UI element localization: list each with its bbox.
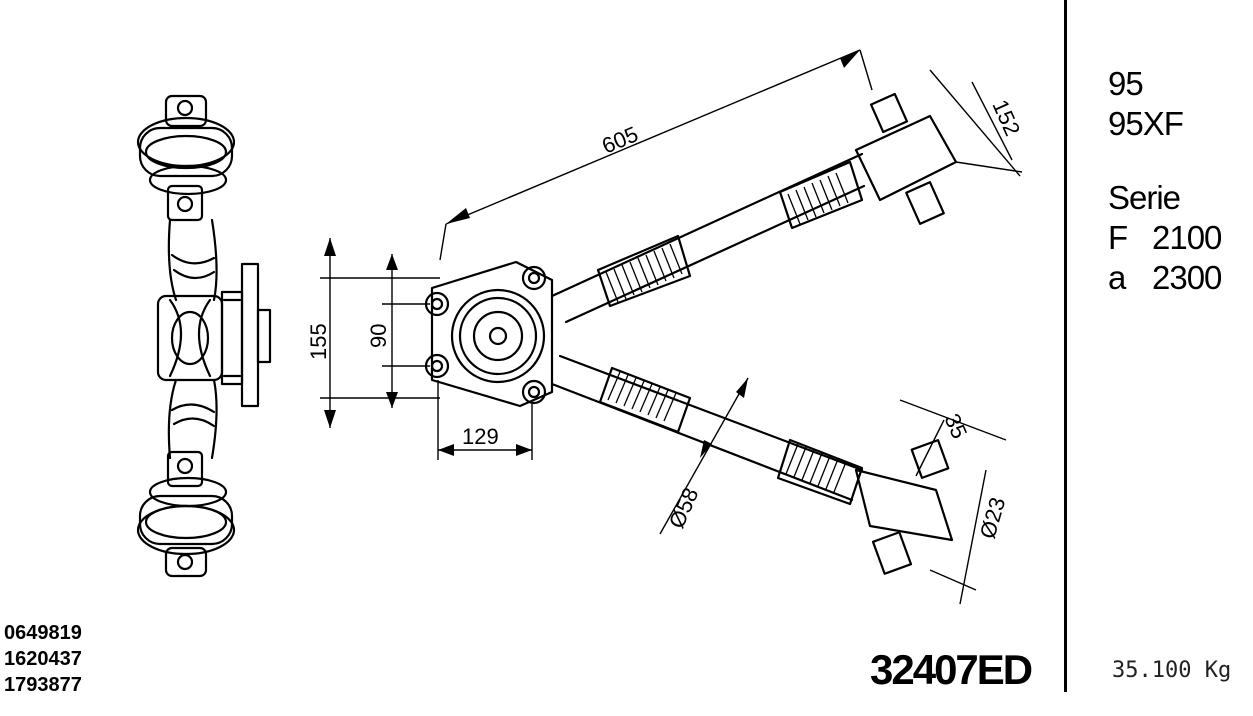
vertical-divider	[1064, 0, 1067, 692]
serie-value: 2300	[1152, 259, 1222, 296]
dim-bolt-spacing: 90	[366, 324, 391, 348]
serie-value: 2100	[1152, 219, 1222, 256]
serie-prefix: F	[1108, 219, 1128, 256]
weight-label: 35.100 Kg	[1112, 658, 1232, 683]
dim-mount-width: 129	[462, 424, 499, 449]
serie-prefix: a	[1108, 259, 1126, 296]
serie-row: a 2300	[1108, 258, 1222, 298]
dimension-lines	[320, 49, 1023, 605]
part-references: 0649819 1620437 1793877	[4, 620, 82, 698]
dim-pin-length: 35	[939, 410, 972, 443]
dim-mount-height: 155	[306, 323, 331, 360]
dimension-arrows	[324, 50, 860, 458]
part-code: 32407ED	[870, 646, 1033, 693]
dim-tube-diameter: Ø58	[664, 484, 704, 532]
side-view-part	[136, 94, 272, 578]
v-arm-part	[424, 92, 958, 575]
serie-row: F 2100	[1108, 218, 1222, 258]
model-info: 95 95XF Serie F 2100 a 2300	[1108, 64, 1222, 298]
dim-arm-length: 605	[598, 121, 642, 158]
part-reference: 0649819	[4, 622, 82, 644]
part-reference: 1620437	[4, 648, 82, 670]
model-name: 95	[1108, 65, 1144, 102]
rib-hatching	[605, 172, 849, 493]
model-name: 95XF	[1108, 105, 1184, 142]
part-reference: 1793877	[4, 674, 82, 696]
serie-label: Serie	[1108, 179, 1181, 216]
dim-end-height: 152	[987, 96, 1025, 140]
